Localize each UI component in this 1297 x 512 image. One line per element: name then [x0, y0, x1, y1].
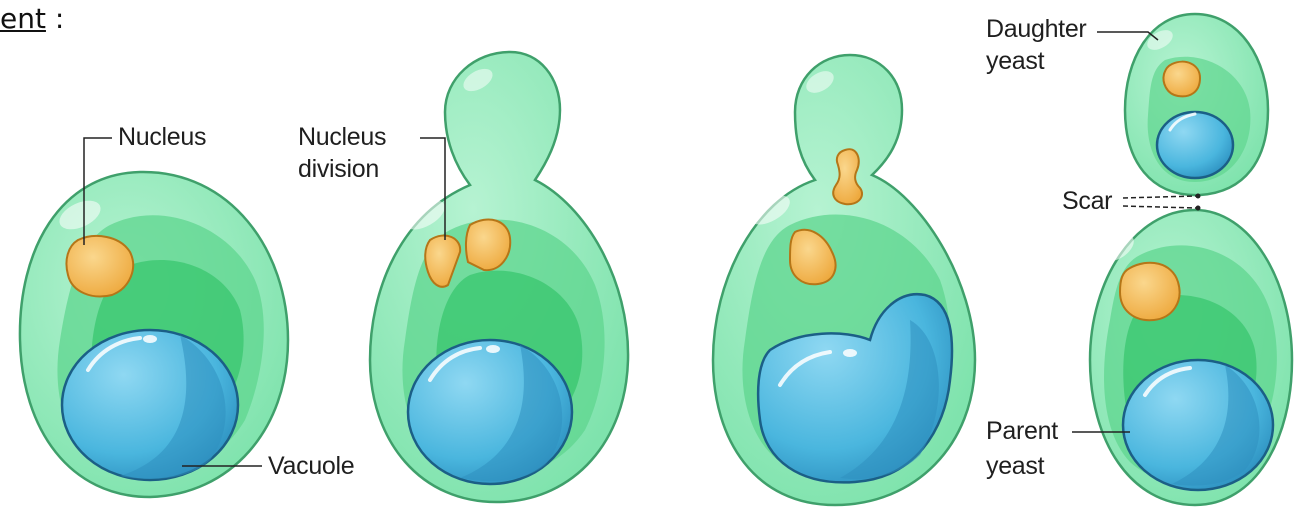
- daughter-nucleus: [1164, 62, 1200, 97]
- label-scar: Scar: [1062, 186, 1112, 216]
- scar-mark-bottom: [1196, 206, 1201, 211]
- label-daughter-line2: yeast: [986, 46, 1044, 76]
- label-daughter-line1: Daughter: [986, 14, 1086, 44]
- parent-nucleus: [1120, 263, 1180, 320]
- label-nucleus-division-line1: Nucleus: [298, 122, 386, 152]
- label-nucleus-division-line2: division: [298, 154, 379, 184]
- daughter-vacuole: [1157, 112, 1233, 178]
- cell-1-vacuole-dot: [143, 335, 157, 343]
- leader-scar-1: [1123, 196, 1196, 198]
- leader-scar-2: [1123, 206, 1196, 208]
- cell-3-vacuole-dot: [843, 349, 857, 357]
- label-parent-line1: Parent: [986, 416, 1058, 446]
- yeast-cell-2: [370, 52, 628, 502]
- yeast-cell-3: [713, 55, 975, 505]
- label-parent-line2: yeast: [986, 451, 1044, 481]
- yeast-cell-1: [20, 172, 288, 497]
- cell-2-nucleus-right: [466, 219, 510, 270]
- label-nucleus: Nucleus: [118, 122, 206, 152]
- scar-mark-top: [1196, 194, 1201, 199]
- cell-2-vacuole-dot: [486, 345, 500, 353]
- cell-1-nucleus: [66, 236, 133, 296]
- label-vacuole: Vacuole: [268, 451, 354, 481]
